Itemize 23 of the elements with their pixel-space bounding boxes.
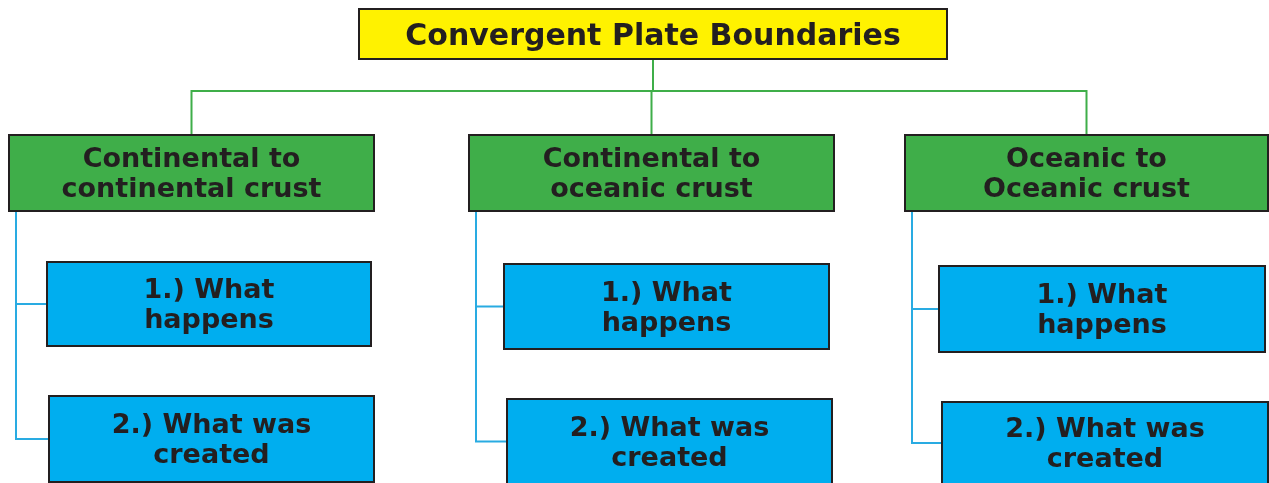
title-box: [358, 8, 948, 60]
category-box: [904, 134, 1269, 212]
question-box: [46, 261, 372, 347]
node-text: 1.) What happens: [600, 276, 733, 337]
category-box: [8, 134, 375, 212]
connector-line: [911, 211, 942, 444]
node-text: Continental to oceanic crust: [541, 143, 762, 203]
node-text: Convergent Plate Boundaries: [405, 17, 901, 51]
node-text: 2.) What was created: [1004, 413, 1206, 473]
node-text: Oceanic to Oceanic crust: [982, 143, 1191, 203]
connector-line: [15, 211, 49, 440]
node-text: 1.) What happens: [1035, 279, 1169, 339]
node-text: 1.) What happens: [142, 274, 276, 334]
question-box: [938, 265, 1266, 353]
node-text: 2.) What was created: [110, 409, 313, 469]
node-text: Continental to continental crust: [60, 143, 323, 203]
connector-line: [475, 211, 507, 443]
node-text: 2.) What was created: [568, 411, 771, 472]
question-box: [48, 395, 375, 483]
question-box: [941, 401, 1269, 483]
category-box: [468, 134, 835, 212]
question-box: [506, 398, 833, 483]
question-box: [503, 263, 830, 350]
